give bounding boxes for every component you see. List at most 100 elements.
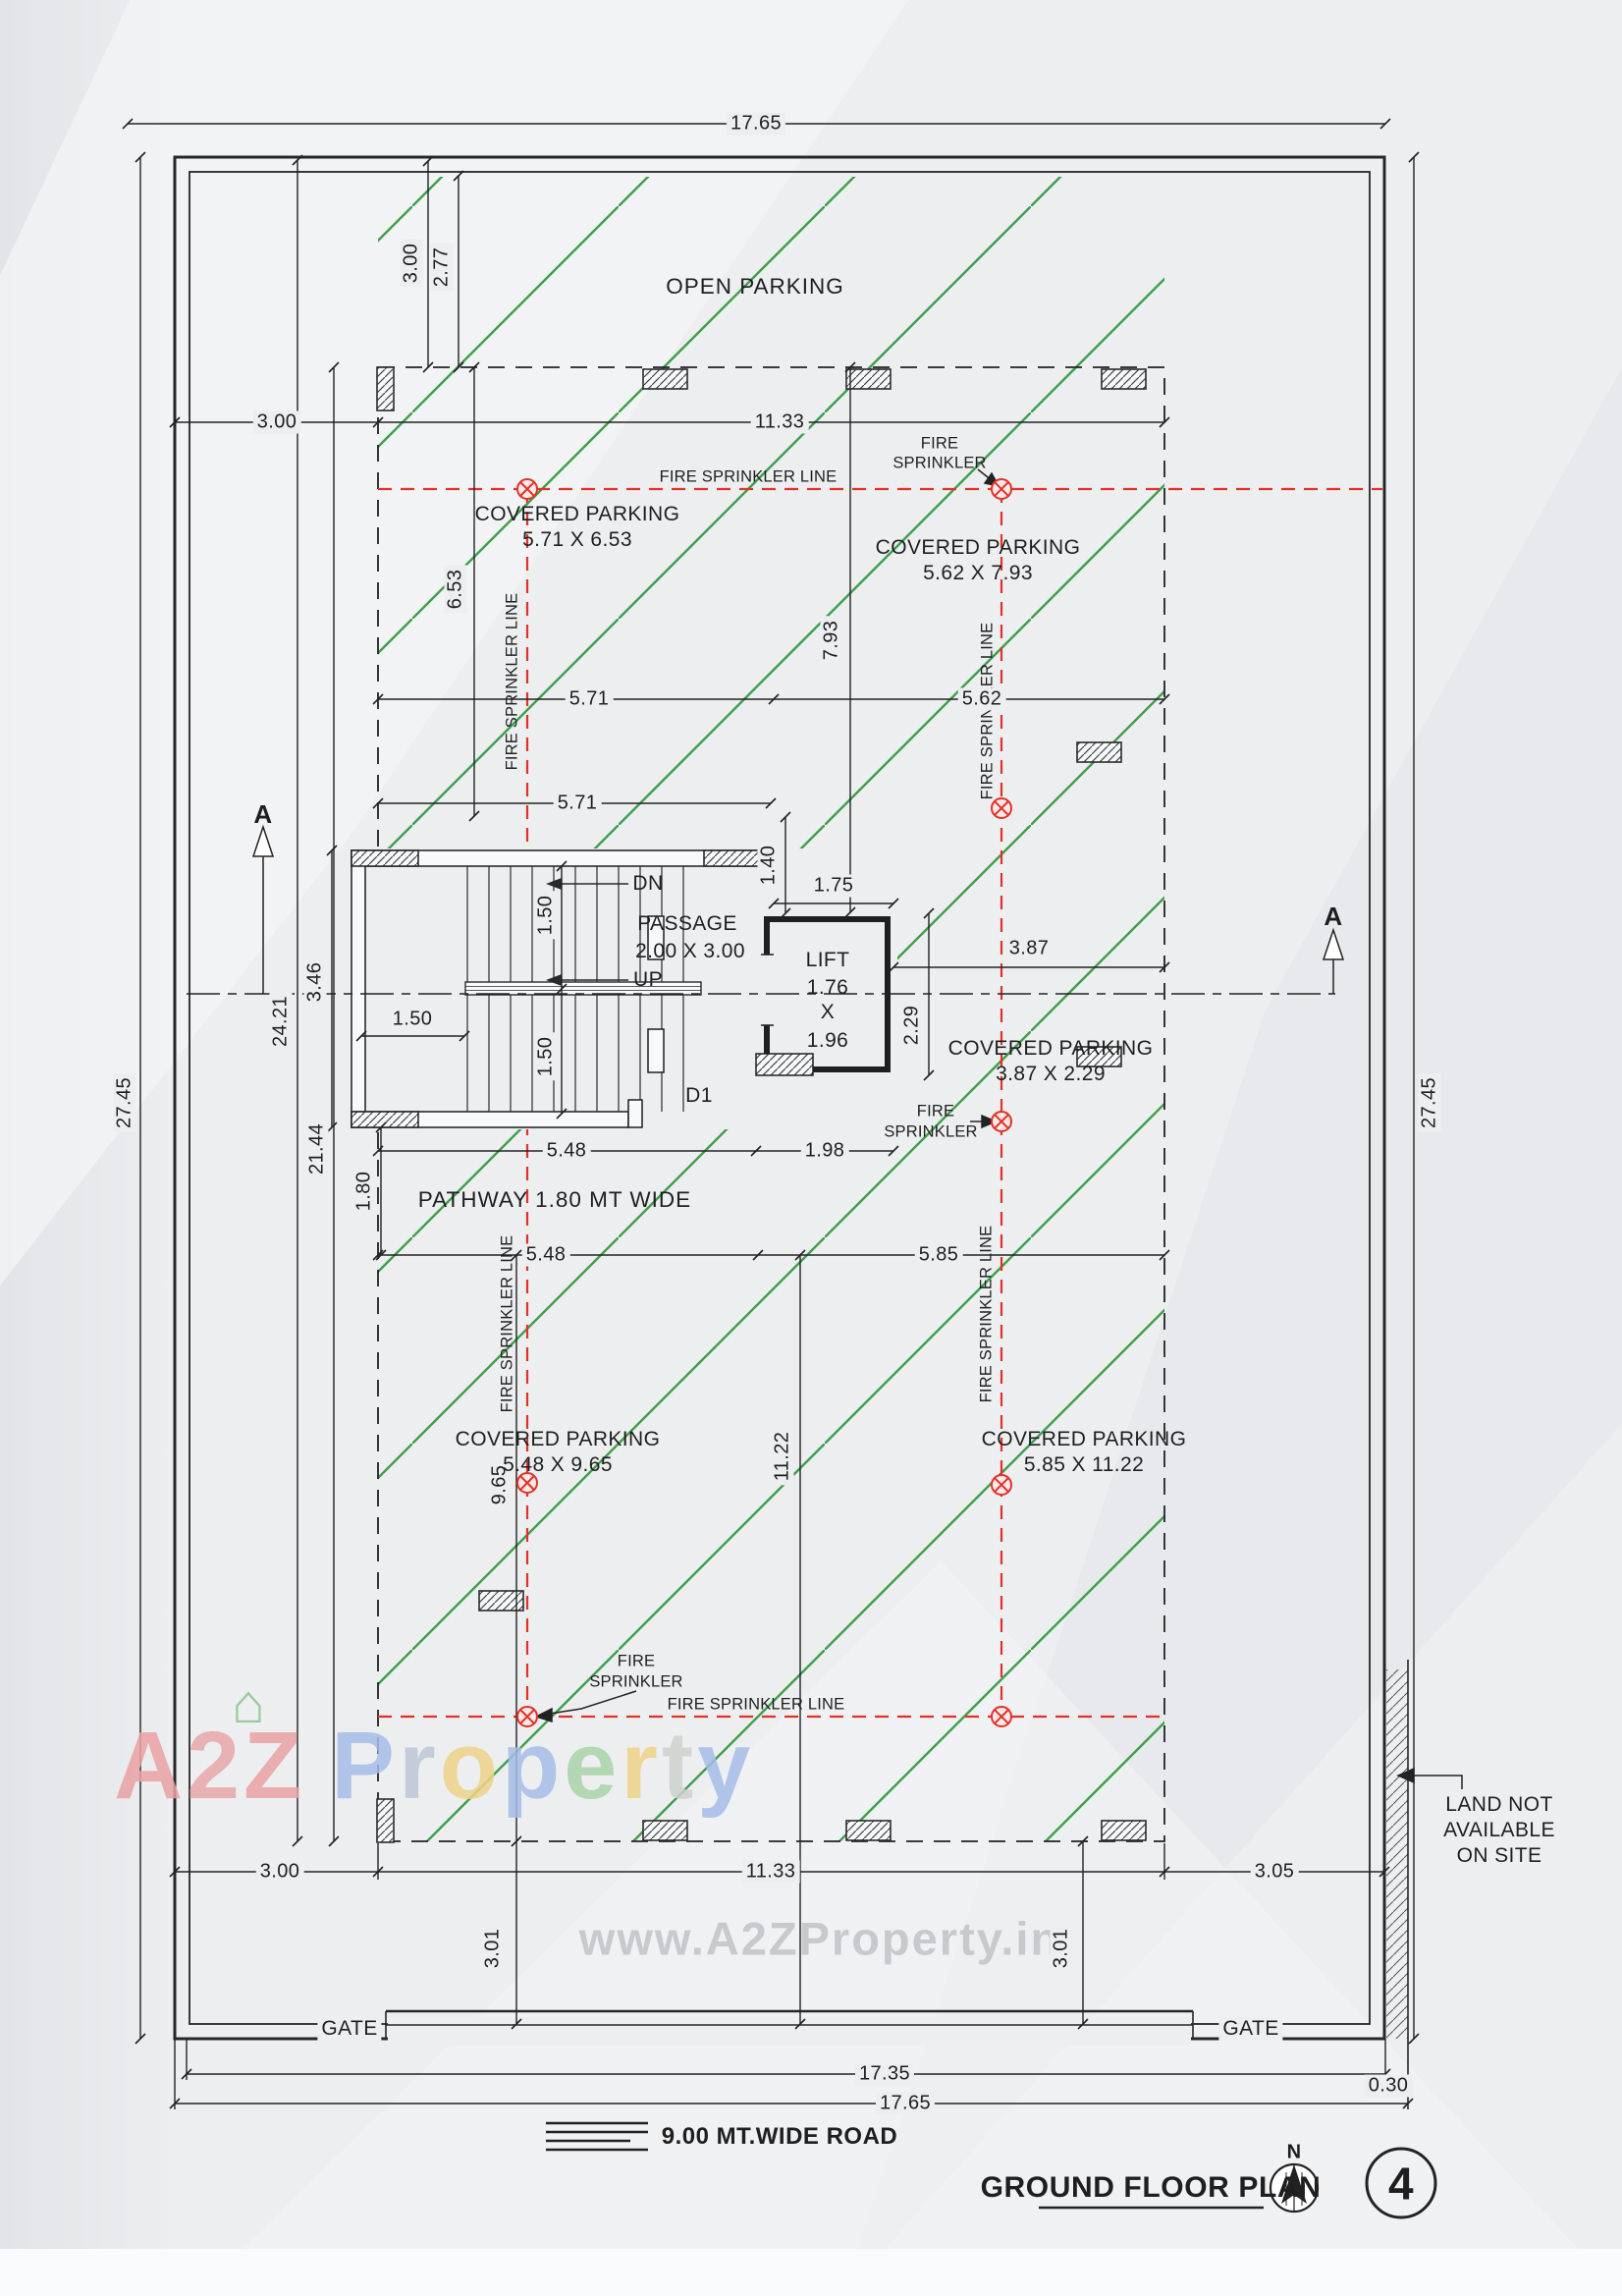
watermark-letter: o	[439, 1712, 502, 1819]
stair-dn-label: DN	[632, 871, 664, 895]
land-note-line2: AVAILABLE	[1443, 1818, 1555, 1841]
open-parking-label: OPEN PARKING	[666, 274, 844, 300]
passage-label: PASSAGE	[637, 911, 737, 935]
fire-sprinkler-line-label-left: FIRE SPRINKLER LINE	[503, 592, 521, 771]
watermark-letter: y	[697, 1712, 755, 1819]
dim-margin-diff: 0.30	[1364, 2074, 1413, 2098]
covered-parking-3-size: 3.87 X 2.29	[996, 1062, 1106, 1085]
dim-gap-right: 3.01	[1050, 1924, 1073, 1973]
section-marker-left: A	[253, 799, 273, 830]
gate-label-right: GATE	[1218, 2016, 1283, 2042]
fire-sprinkler-icon	[991, 1474, 1012, 1496]
watermark-letter: r	[621, 1712, 662, 1819]
watermark-letter: r	[398, 1712, 440, 1819]
dimension-lines	[128, 123, 1415, 2109]
land-strip	[1386, 1660, 1409, 2109]
watermark-letter: 2	[187, 1712, 244, 1819]
dim-top-canopy: 2.77	[430, 243, 454, 292]
fire-sprinkler-callout-top-2: SPRINKLER	[892, 454, 987, 472]
fire-sprinkler-callout-bottom-2: SPRINKLER	[589, 1672, 683, 1691]
covered-parking-5-label: COVERED PARKING	[981, 1427, 1187, 1450]
fire-sprinkler-callout-bottom: FIRE	[617, 1652, 656, 1670]
dim-plot-width-top: 17.65	[726, 112, 786, 136]
dimension-ticks	[122, 118, 1420, 2109]
dim-stair-height: 3.46	[303, 957, 327, 1007]
fire-sprinkler-icon	[991, 797, 1012, 819]
dim-21-44: 21.44	[305, 1119, 329, 1179]
dim-lift-gap: 1.40	[757, 841, 781, 890]
stair-up-label: UP	[633, 967, 663, 991]
land-note-line3: ON SITE	[1456, 1843, 1542, 1867]
dim-bottom-row-right: 3.05	[1250, 1860, 1299, 1884]
land-note-line1: LAND NOT	[1445, 1792, 1553, 1816]
dim-top-left-margin: 3.00	[400, 239, 423, 288]
lift-x: X	[820, 1000, 836, 1023]
covered-parking-5-size: 5.85 X 11.22	[1023, 1452, 1145, 1476]
fire-sprinkler-callout-top: FIRE	[920, 434, 959, 453]
watermark-letter: A	[114, 1712, 188, 1819]
dim-stair-width: 5.48	[542, 1139, 591, 1163]
dim-cp2-width: 5.62	[957, 687, 1006, 711]
fire-sprinkler-icon	[991, 478, 1012, 500]
fire-sprinkler-line-label-bottom: FIRE SPRINKLER LINE	[667, 1695, 845, 1714]
covered-parking-1-label: COVERED PARKING	[474, 502, 680, 525]
fire-sprinkler-icon	[516, 478, 538, 500]
dim-cp3-width: 3.87	[1004, 937, 1054, 960]
dim-top-row-left: 3.00	[252, 410, 301, 434]
road-symbol	[546, 2121, 648, 2152]
dim-landing: 1.50	[388, 1008, 437, 1031]
covered-parking-3-label: COVERED PARKING	[947, 1036, 1154, 1060]
dim-lift-top: 1.75	[809, 874, 858, 898]
dim-plot-height-east: 27.45	[1418, 1072, 1441, 1133]
watermark-letter: P	[331, 1712, 399, 1819]
fire-sprinkler-icon	[516, 1472, 538, 1494]
watermark-letter: p	[502, 1712, 565, 1819]
watermark-letter: t	[661, 1712, 698, 1819]
stair-handrail	[464, 981, 702, 996]
north-label: N	[1286, 2141, 1302, 2163]
section-marker-right: A	[1324, 902, 1343, 932]
dim-cp2-height: 7.93	[820, 616, 843, 665]
door-jamb-d1	[627, 1099, 643, 1128]
fire-sprinkler-line-label-right: FIRE SPRINKLER LINE	[978, 622, 997, 800]
house-icon: ⌂	[232, 1672, 269, 1734]
dim-plot-outer-width: 17.65	[875, 2092, 936, 2115]
covered-parking-1-size: 5.71 X 6.53	[522, 527, 632, 551]
dim-cp3-height: 2.29	[900, 1001, 924, 1050]
dim-24-21: 24.21	[269, 991, 293, 1052]
dim-plot-height-west: 27.45	[113, 1072, 136, 1133]
watermark-letter: e	[564, 1712, 622, 1819]
gate-opening	[385, 2009, 1194, 2045]
dim-cp5-height: 11.22	[771, 1427, 794, 1486]
fire-sprinkler-icon	[991, 1111, 1012, 1132]
dim-plot-inner-width: 17.35	[854, 2062, 915, 2086]
page-number-circle	[1365, 2147, 1437, 2219]
dim-pathway-width: 1.80	[352, 1167, 376, 1216]
gate-label-left: GATE	[317, 2016, 382, 2042]
fire-sprinkler-icons	[516, 478, 1012, 1727]
fire-sprinkler-line-label-left-lower: FIRE SPRINKLER LINE	[498, 1234, 516, 1413]
watermark-letter: Z	[243, 1712, 306, 1819]
dim-bottom-row-mid: 11.33	[741, 1860, 800, 1884]
lift-depth: 1.96	[806, 1028, 849, 1052]
dim-flight-a: 1.50	[534, 891, 558, 940]
fire-sprinkler-callout-mid: FIRE	[916, 1102, 955, 1121]
dim-cp4-width: 5.48	[521, 1243, 570, 1267]
dim-cp1-height: 6.53	[444, 565, 467, 614]
building-dashed-outline	[377, 366, 1165, 1842]
dim-gap-left: 3.01	[481, 1924, 505, 1973]
page-number: 4	[1388, 2158, 1414, 2210]
door-d1-label: D1	[685, 1083, 713, 1107]
fire-sprinkler-icon	[991, 1706, 1012, 1727]
road-label: 9.00 MT.WIDE ROAD	[661, 2123, 898, 2151]
dim-cp1-width: 5.71	[565, 687, 614, 711]
dim-stair-top-width: 5.71	[553, 792, 602, 815]
covered-parking-4-size: 5.48 X 9.65	[503, 1452, 613, 1476]
dim-cp5-width: 5.85	[914, 1243, 963, 1267]
fire-sprinkler-line-label-right-lower: FIRE SPRINKLER LINE	[977, 1225, 996, 1403]
dim-flight-b: 1.50	[534, 1032, 558, 1081]
lift-label: LIFT	[805, 948, 850, 971]
